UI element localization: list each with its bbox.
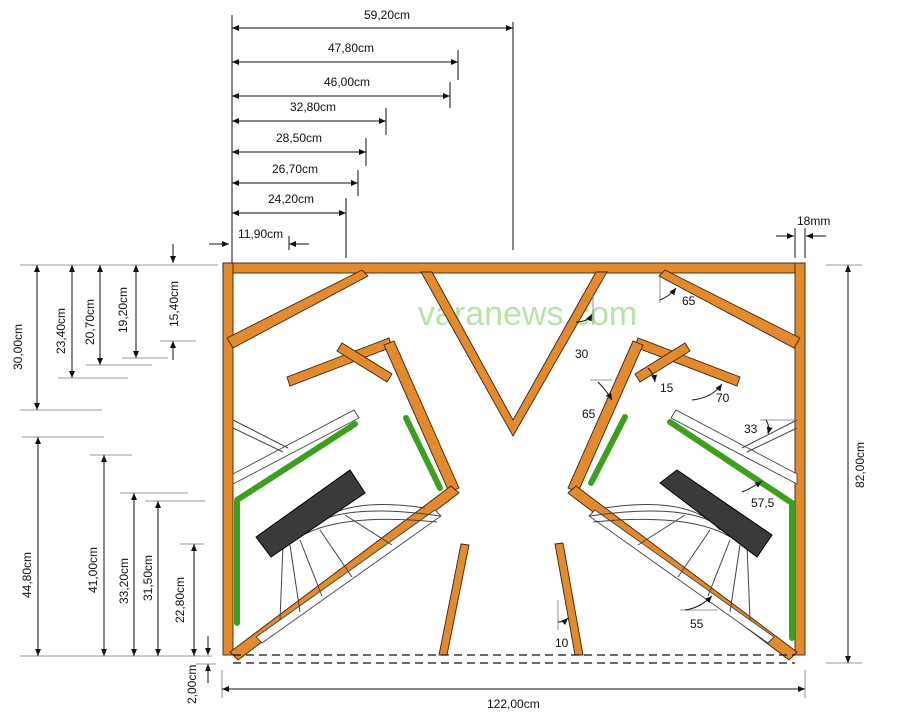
- right-lower-baffle: [588, 509, 775, 644]
- dim-31-50: 31,50cm: [141, 555, 155, 601]
- angle-33: 33: [744, 422, 758, 436]
- dim-33-20: 33,20cm: [117, 558, 131, 604]
- angle-65-mid: 65: [582, 407, 596, 421]
- right-horn-top-panel: [634, 337, 741, 387]
- dim-82-00: 82,00cm: [853, 442, 867, 488]
- dim-2-00: 2,00cm: [185, 665, 199, 704]
- dim-59-20: 59,20cm: [364, 8, 410, 22]
- dim-20-70: 20,70cm: [83, 299, 97, 345]
- dim-24-20: 24,20cm: [268, 192, 314, 206]
- right-bottom-panel: [554, 542, 584, 656]
- right-corner-brace: [658, 269, 801, 349]
- angle-70: 70: [716, 391, 730, 405]
- dim-23-40: 23,40cm: [54, 308, 68, 354]
- angle-annotations: 65 30 15 70 65 33 57,5 55 10: [555, 276, 797, 650]
- right-horn-outer-panel: [567, 340, 644, 493]
- dim-18mm: 18mm: [797, 214, 830, 228]
- dim-122-00: 122,00cm: [487, 697, 540, 711]
- top-panel: [222, 262, 806, 274]
- left-driver: [255, 469, 366, 558]
- dim-46-00: 46,00cm: [324, 75, 370, 89]
- right-absorber: [667, 419, 795, 641]
- cabinet: [222, 262, 806, 664]
- center-v-panel: [420, 271, 608, 437]
- angle-55: 55: [690, 617, 704, 631]
- left-horn-outer-panel: [383, 340, 460, 493]
- dim-32-80: 32,80cm: [290, 100, 336, 114]
- right-baffle: [670, 409, 798, 485]
- left-corner-brace: [226, 269, 369, 349]
- left-horn-top-panel: [286, 337, 393, 387]
- left-horn-absorber: [403, 415, 443, 491]
- dim-41-00: 41,00cm: [86, 547, 100, 593]
- dim-22-80: 22,80cm: [173, 577, 187, 623]
- angle-15: 15: [660, 381, 674, 395]
- dim-26-70: 26,70cm: [272, 162, 318, 176]
- angle-65-top: 65: [682, 294, 696, 308]
- dim-15-40: 15,40cm: [167, 281, 181, 327]
- dim-19-20: 19,20cm: [116, 287, 130, 333]
- left-horn-short-brace: [336, 342, 393, 383]
- left-bottom-panel: [438, 543, 470, 656]
- left-baffle: [232, 409, 360, 485]
- right-driver: [659, 469, 773, 558]
- right-horn-absorber: [588, 414, 628, 486]
- left-absorber: [234, 421, 358, 626]
- left-dimensions: 30,00cm 23,40cm 20,70cm 19,20cm 15,40cm …: [11, 244, 218, 704]
- dim-11-90: 11,90cm: [238, 227, 283, 241]
- dim-30-00: 30,00cm: [11, 324, 25, 370]
- right-wall: [794, 262, 806, 656]
- angle-30: 30: [575, 347, 589, 361]
- dim-28-50: 28,50cm: [276, 131, 322, 145]
- left-wall: [222, 262, 234, 656]
- dim-47-80: 47,80cm: [328, 41, 374, 55]
- left-lower-baffle: [255, 509, 442, 644]
- angle-57-5: 57,5: [751, 496, 775, 510]
- outer-dimensions: 82,00cm 122,00cm: [221, 264, 867, 711]
- right-horn-short-brace: [634, 342, 691, 383]
- dim-44-80: 44,80cm: [20, 552, 34, 598]
- angle-10: 10: [555, 636, 569, 650]
- top-dimensions: 59,20cm 47,80cm 46,00cm 32,80cm 28,50cm …: [209, 8, 830, 263]
